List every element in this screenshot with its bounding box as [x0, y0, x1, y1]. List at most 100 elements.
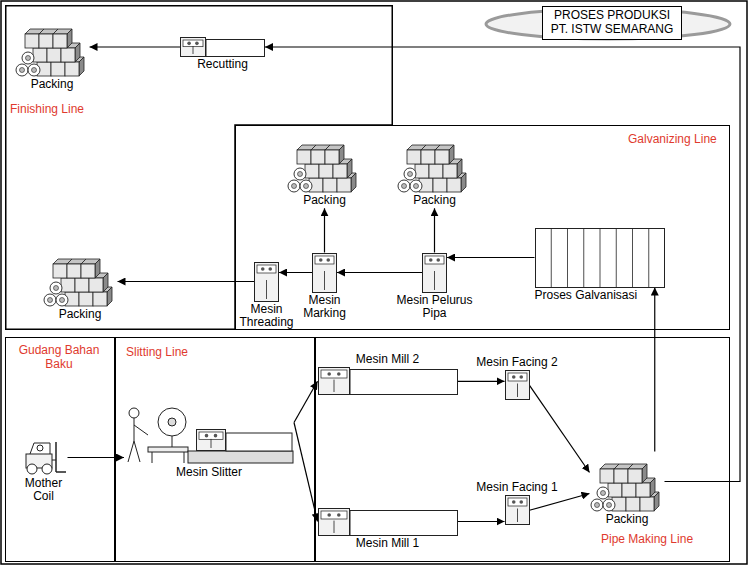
line-label: Pipe Making Line: [601, 533, 693, 547]
process-station: Mesin Threading: [237, 262, 297, 332]
drawing-part: [327, 513, 331, 517]
packing-stack: [590, 452, 665, 512]
drawing-part: [325, 150, 339, 164]
diagram-title: PROSES PRODUKSI PT. ISTW SEMARANG: [546, 9, 678, 37]
drawing-part: [327, 372, 331, 376]
drawing-part: [421, 150, 435, 164]
drawing-part: [93, 292, 107, 306]
drawing-part: [313, 253, 337, 292]
drawing-part: [333, 520, 334, 532]
drawing-part: [59, 298, 64, 303]
drawing-part: [197, 429, 226, 450]
drawing-part: [535, 228, 664, 287]
drawing-part: [321, 511, 347, 519]
station-label: Packing: [59, 307, 102, 323]
drawing-part: [195, 42, 199, 46]
drawing-part: [44, 294, 56, 306]
drawing-part: [511, 500, 515, 504]
drawing-part: [79, 292, 93, 306]
drawing-part: [297, 150, 311, 164]
drawing-part: [449, 145, 454, 164]
drawing-part: [597, 487, 609, 499]
flow-arrow: [279, 272, 312, 273]
machine-line: [180, 37, 265, 57]
drawing-part: [319, 164, 333, 178]
station-label: Proses Galvanisasi: [535, 288, 638, 304]
drawing-part: [550, 228, 551, 287]
drawing-part: [324, 271, 325, 290]
process-station: Mesin Marking: [290, 253, 360, 323]
drawing-part: [600, 469, 614, 483]
flow-arrow: [447, 257, 535, 258]
packing-stack: [15, 22, 90, 77]
drawing-part: [129, 408, 139, 418]
drawing-part: [447, 178, 461, 192]
drawing-part: [134, 441, 140, 462]
drawing-part: [351, 173, 356, 192]
drawing-part: [53, 286, 58, 291]
drawing-part: [603, 499, 615, 511]
drawing-part: [288, 180, 300, 192]
drawing-part: [67, 264, 81, 278]
drawing-part: [214, 433, 218, 437]
machine-line: [318, 508, 458, 536]
galvanizing-bath: [535, 228, 665, 288]
drawing-part: [404, 168, 416, 180]
title-box: PROSES PRODUKSI PT. ISTW SEMARANG: [542, 6, 682, 40]
flow-arrow: [265, 47, 740, 482]
drawing-part: [33, 48, 47, 62]
production-line-area: Mesin Mill 2 Mesin Mill 1 Mesin Facing 2 Me…: [315, 337, 730, 562]
drawing-part: [311, 150, 325, 164]
drawing-part: [211, 438, 212, 447]
drawing-part: [650, 478, 655, 497]
title-ellipse: [486, 9, 730, 39]
station-label: Mesin Marking: [290, 293, 360, 323]
drawing-part: [519, 500, 523, 504]
drawing-part: [407, 150, 421, 164]
station-label: Packing: [606, 512, 649, 528]
drawing-part: [55, 442, 57, 472]
drawing-part: [81, 264, 95, 278]
drawing-part: [89, 278, 103, 292]
drawing-part: [457, 159, 462, 178]
drawing-part: [27, 464, 37, 474]
drawing-part: [508, 498, 527, 506]
drawing-part: [79, 57, 84, 76]
station-label: Mesin Threading: [237, 302, 297, 332]
drawing-part: [268, 267, 272, 271]
drawing-part: [50, 282, 62, 294]
drawing-part: [508, 373, 527, 381]
flow-arrow: [530, 494, 590, 511]
drawing-part: [134, 418, 135, 441]
process-station: Mesin Mill 1: [318, 508, 458, 552]
drawing-part: [148, 447, 188, 452]
drawing-part: [304, 183, 309, 188]
drawing-part: [608, 483, 622, 497]
drawing-part: [622, 483, 636, 497]
drawing-part: [266, 280, 267, 299]
machine-cabinet: [505, 495, 530, 525]
process-station: Mesin Facing 2: [470, 355, 565, 401]
drawing-part: [435, 150, 449, 164]
drawing-part: [107, 287, 112, 306]
drawing-part: [16, 64, 28, 76]
drawing-part: [61, 48, 75, 62]
station-label: Mesin Pelurus Pipa: [395, 293, 475, 323]
drawing-part: [257, 265, 276, 273]
process-station: Proses Galvanisasi: [535, 228, 670, 304]
drawing-part: [31, 68, 36, 73]
flow-arrow: [337, 272, 422, 273]
station-label: Mother Coil: [14, 476, 74, 506]
drawing-part: [300, 180, 312, 192]
drawing-part: [599, 228, 600, 287]
station-label: Mesin Facing 1: [476, 480, 557, 496]
drawing-part: [429, 164, 443, 178]
station-label: Mesin Mill 2: [356, 352, 419, 368]
drawing-part: [183, 40, 203, 47]
line-label: Galvanizing Line: [628, 133, 717, 147]
slitter-machine: [124, 405, 294, 465]
process-station: Mesin Pelurus Pipa: [395, 253, 475, 323]
